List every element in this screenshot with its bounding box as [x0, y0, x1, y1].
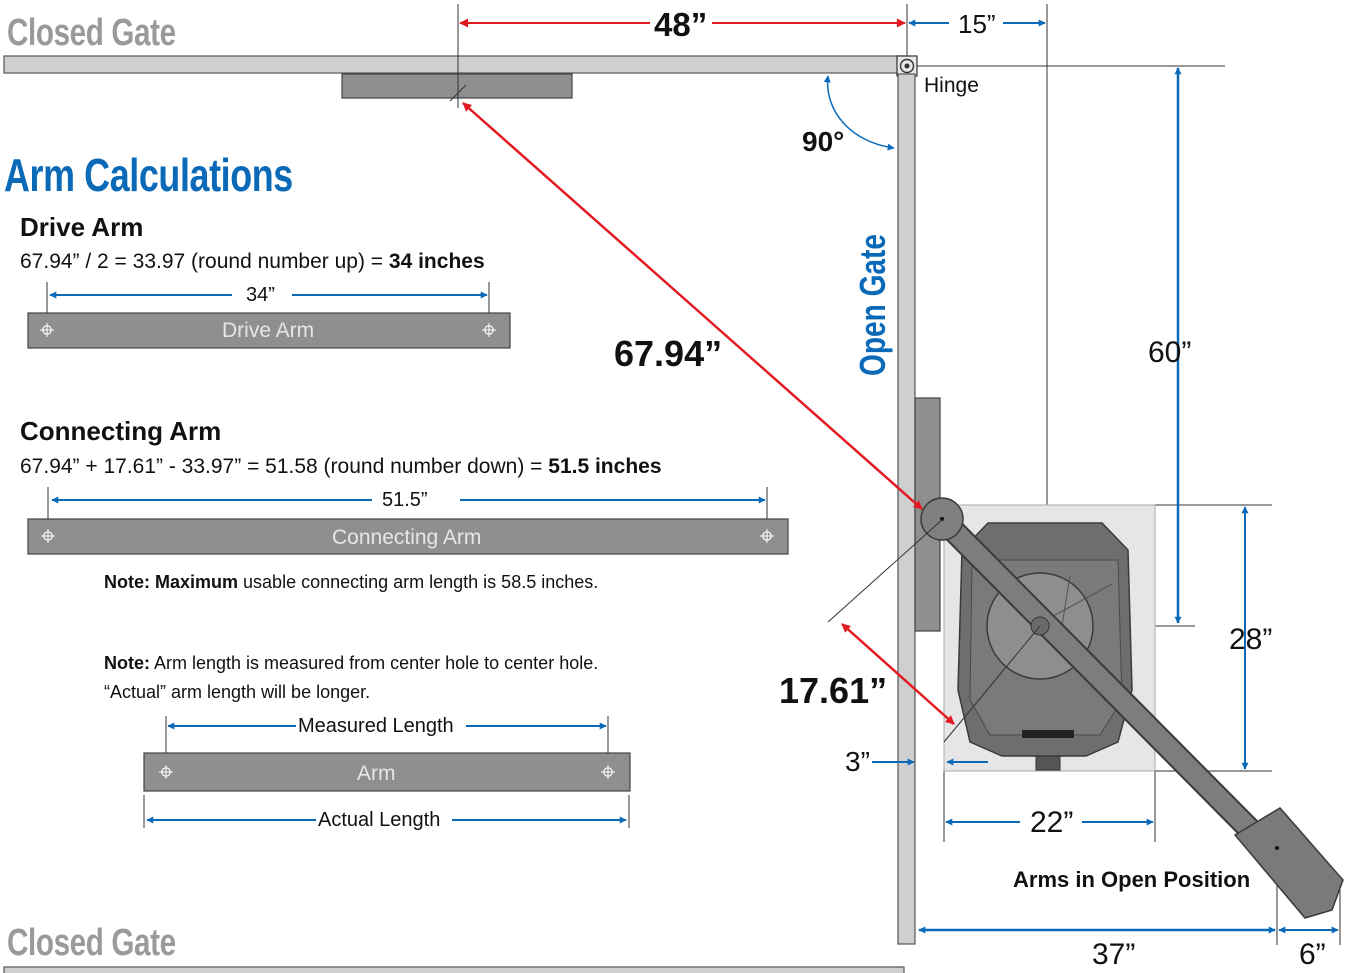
dimension-3-label: 3”: [845, 746, 870, 777]
connecting-arm-result: 51.5 inches: [548, 455, 662, 478]
drive-arm-dimension: 34”: [246, 284, 275, 306]
closed-gate-bar-top: [3, 55, 905, 74]
connecting-arm-formula: 67.94” + 17.61” - 33.97” = 51.58 (round …: [20, 455, 549, 478]
operator-arm-icon: [920, 497, 1344, 919]
dimension-6-label: 6”: [1299, 938, 1326, 971]
note-measurement-line2: “Actual” arm length will be longer.: [104, 682, 371, 702]
dimension-48-label: 48”: [654, 6, 708, 43]
drive-arm-bar: [27, 312, 511, 349]
dimension-17-61-label: 17.61”: [779, 670, 888, 711]
dimension-37-label: 37”: [1092, 938, 1136, 971]
note-maximum-length: Note: Maximum usable connecting arm leng…: [104, 573, 598, 591]
drive-arm-title: Drive Arm: [20, 212, 144, 242]
drive-arm-formula: 67.94” / 2 = 33.97 (round number up) =: [20, 250, 389, 273]
connecting-arm-dimension: 51.5”: [382, 489, 428, 511]
dimension-17-61-line: [841, 623, 955, 725]
measured-length-label: Measured Length: [298, 715, 454, 737]
arm-calculations-heading: Arm Calculations: [4, 149, 293, 201]
angle-label: 90°: [802, 126, 845, 157]
dimension-67-94-line: [462, 102, 923, 510]
note1-prefix: Note:: [104, 572, 155, 592]
hinge-icon: [896, 55, 918, 77]
closed-gate-bar-bottom: [3, 966, 905, 973]
open-gate-bar: [897, 73, 916, 945]
connecting-arm-formula-line: 67.94” + 17.61” - 33.97” = 51.58 (round …: [20, 456, 662, 477]
dimension-67-94-label: 67.94”: [614, 333, 723, 374]
drive-arm-result: 34 inches: [388, 250, 485, 273]
dimension-22-label: 22”: [1030, 806, 1074, 839]
connecting-arm-title: Connecting Arm: [20, 416, 222, 446]
actual-length-label: Actual Length: [318, 809, 441, 831]
example-arm-bar-label: Arm: [357, 762, 396, 785]
connecting-arm-bar: [27, 518, 789, 555]
arms-open-position-label: Arms in Open Position: [1013, 867, 1251, 892]
hinge-label: Hinge: [924, 74, 979, 97]
note2-line1: Arm length is measured from center hole …: [150, 653, 599, 673]
note1-bold: Maximum: [155, 572, 239, 592]
note1-rest: usable connecting arm length is 58.5 inc…: [238, 572, 599, 592]
angle-arc: [823, 75, 895, 151]
note2-prefix: Note:: [104, 653, 150, 673]
closed-gate-heading-top: Closed Gate: [7, 12, 176, 54]
dimension-60-label: 60”: [1148, 336, 1192, 369]
example-arm-bar: [143, 752, 631, 792]
note-measurement-line1: Note: Arm length is measured from center…: [104, 654, 598, 672]
drive-arm-formula-line: 67.94” / 2 = 33.97 (round number up) = 3…: [20, 251, 485, 272]
open-gate-heading: Open Gate: [852, 234, 893, 376]
drive-arm-bar-label: Drive Arm: [222, 319, 315, 342]
connecting-arm-bar-label: Connecting Arm: [332, 526, 482, 549]
closed-gate-heading-bottom: Closed Gate: [7, 922, 176, 964]
dimension-28-label: 28”: [1229, 623, 1273, 656]
dimension-15-label: 15”: [958, 9, 996, 39]
